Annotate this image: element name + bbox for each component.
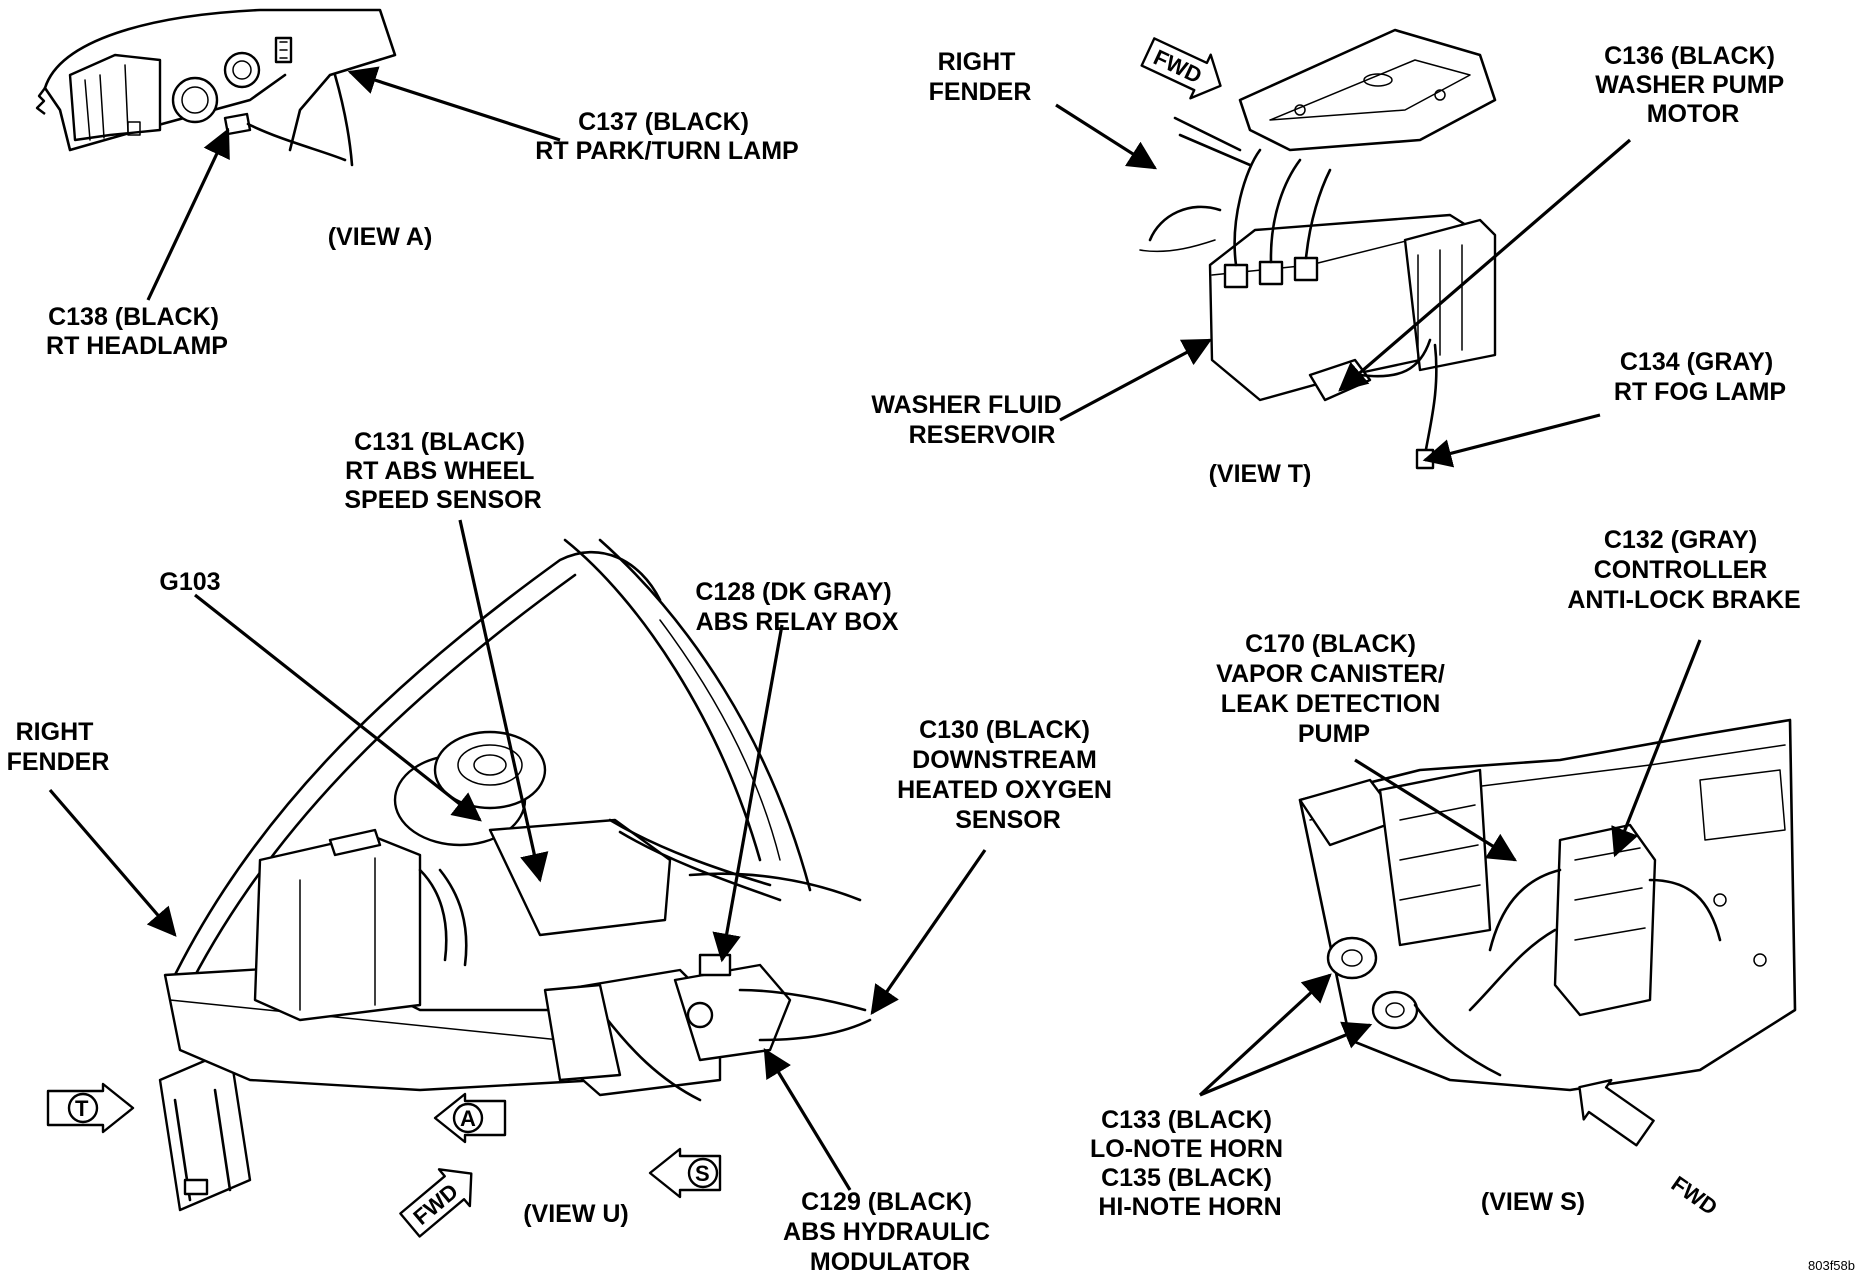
view-a-title: (VIEW A) bbox=[328, 223, 433, 251]
leader-lines bbox=[48, 66, 1702, 1191]
c132-label: C132 (GRAY) CONTROLLER ANTI-LOCK BRAKE bbox=[1567, 526, 1800, 614]
view-s-drawing bbox=[1298, 718, 1797, 1092]
view-a-badge-letter: A bbox=[460, 1106, 476, 1131]
g103-label: G103 bbox=[159, 568, 220, 596]
right-fender-label-view-t: RIGHT FENDER bbox=[929, 48, 1032, 106]
view-t-badge-letter: T bbox=[75, 1096, 89, 1121]
figure-id: 803f58b bbox=[1808, 1258, 1855, 1273]
washer-fluid-reservoir-label: WASHER FLUID RESERVOIR bbox=[871, 391, 1068, 449]
c128-label: C128 (DK GRAY) ABS RELAY BOX bbox=[695, 578, 898, 636]
c136-label: C136 (BLACK) WASHER PUMP MOTOR bbox=[1595, 42, 1790, 128]
right-fender-label-view-u: RIGHT FENDER bbox=[7, 718, 110, 776]
c134-label: C134 (GRAY) RT FOG LAMP bbox=[1614, 348, 1786, 406]
view-t-badge: T bbox=[46, 1082, 135, 1134]
view-a-drawing bbox=[35, 8, 397, 167]
fwd-label-view-s: FWD bbox=[1667, 1171, 1722, 1220]
view-t-title: (VIEW T) bbox=[1209, 460, 1312, 488]
c138-label: C138 (BLACK) RT HEADLAMP bbox=[46, 303, 228, 360]
c131-label: C131 (BLACK) RT ABS WHEEL SPEED SENSOR bbox=[344, 428, 541, 514]
c170-label: C170 (BLACK) VAPOR CANISTER/ LEAK DETECT… bbox=[1216, 630, 1452, 748]
c137-label: C137 (BLACK) RT PARK/TURN LAMP bbox=[535, 108, 798, 165]
c130-label: C130 (BLACK) DOWNSTREAM HEATED OXYGEN SE… bbox=[897, 716, 1119, 834]
horn-connectors-label: C133 (BLACK) LO-NOTE HORN C135 (BLACK) H… bbox=[1090, 1106, 1290, 1221]
c129-label: C129 (BLACK) ABS HYDRAULIC MODULATOR bbox=[783, 1188, 997, 1276]
view-u-title: (VIEW U) bbox=[523, 1200, 629, 1228]
view-s-badge-letter: S bbox=[695, 1161, 710, 1186]
view-s-title: (VIEW S) bbox=[1481, 1188, 1585, 1216]
fwd-arrow-view-u: FWD bbox=[399, 1168, 473, 1238]
view-u-drawing bbox=[158, 538, 872, 1212]
fwd-arrow-view-t: FWD bbox=[1140, 37, 1222, 100]
fwd-arrow-view-s bbox=[1578, 1078, 1655, 1147]
